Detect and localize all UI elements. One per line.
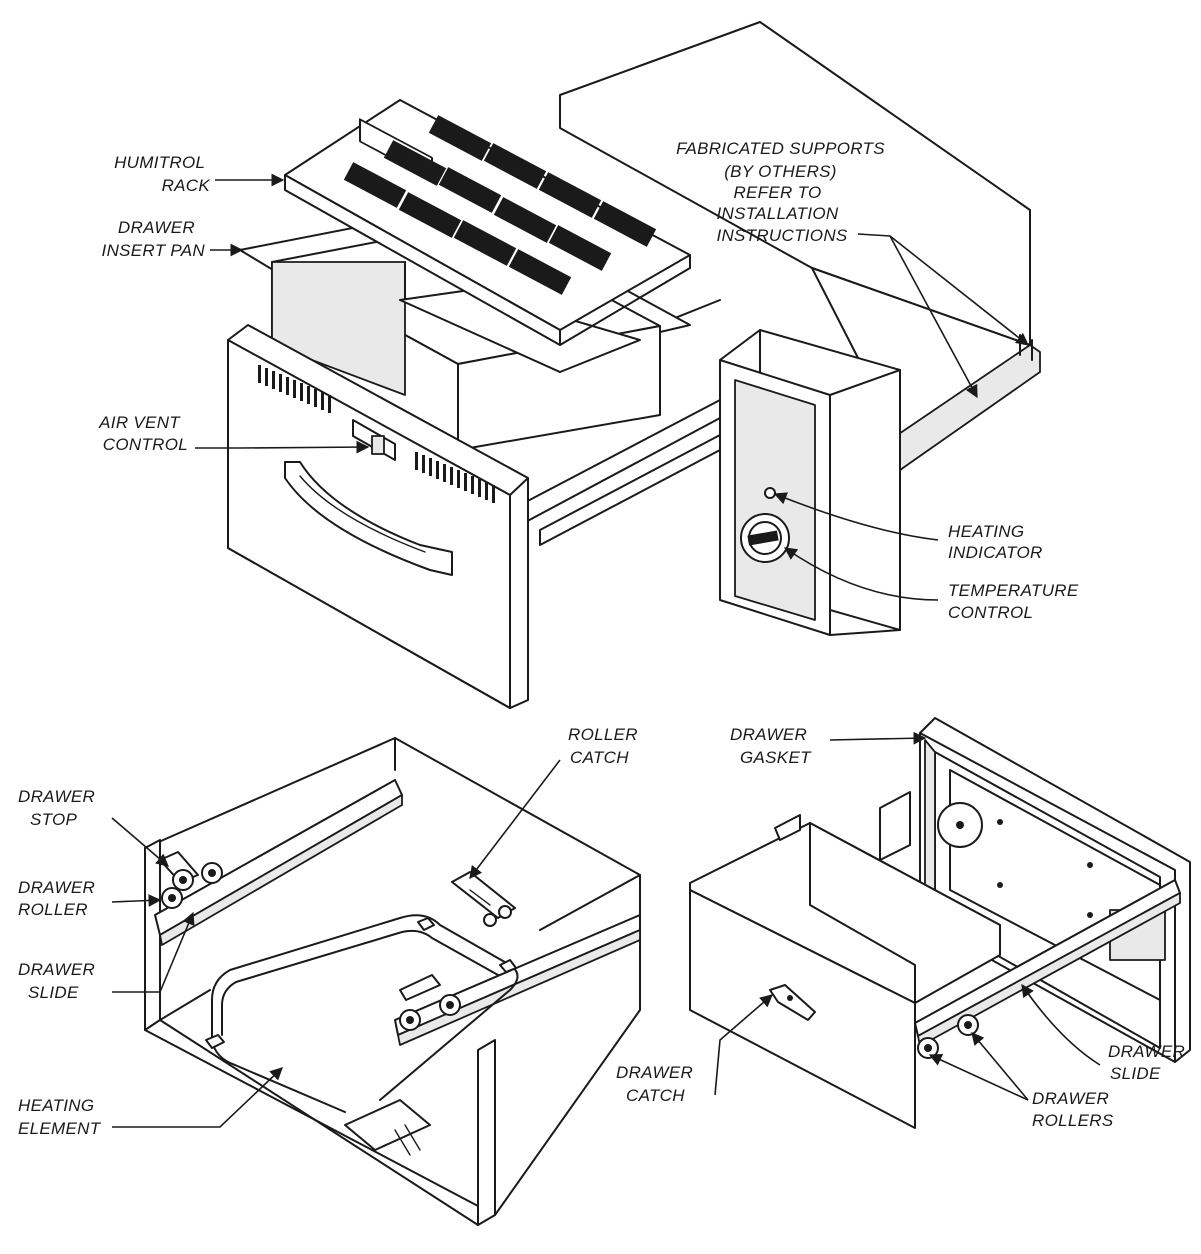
label-heating-indicator: HEATING INDICATOR bbox=[948, 522, 1043, 562]
humitrol-rack bbox=[284, 99, 691, 346]
temperature-control-knob[interactable] bbox=[740, 513, 790, 563]
top-assembly bbox=[227, 21, 1041, 709]
label-drawer-stop: DRAWER STOP bbox=[18, 787, 100, 829]
drawer-handle[interactable] bbox=[284, 461, 453, 576]
drawer-stop-rollers bbox=[159, 851, 223, 909]
control-panel bbox=[740, 487, 790, 563]
heating-element bbox=[205, 914, 519, 1156]
bottom-left-assembly bbox=[144, 737, 641, 1226]
drawer-box bbox=[689, 814, 1181, 1129]
label-roller-catch: ROLLER CATCH bbox=[568, 725, 643, 767]
rack-slots bbox=[343, 115, 657, 295]
drawer-catch bbox=[769, 984, 816, 1021]
label-heating-element: HEATING ELEMENT bbox=[18, 1096, 102, 1138]
heating-indicator-light bbox=[764, 487, 776, 499]
roller-catch bbox=[451, 871, 516, 927]
label-air-vent-control: AIR VENT CONTROL bbox=[98, 413, 188, 454]
leader-lines bbox=[111, 173, 1101, 1128]
label-drawer-slide-right: DRAWER SLIDE bbox=[1108, 1042, 1190, 1083]
left-drawer-slide bbox=[154, 779, 403, 946]
label-drawer-insert-pan: DRAWER INSERT PAN bbox=[102, 218, 206, 260]
label-drawer-catch: DRAWER CATCH bbox=[616, 1063, 698, 1105]
label-humitrol-rack: HUMITROL RACK bbox=[114, 153, 210, 195]
air-vents-left bbox=[258, 365, 331, 413]
label-drawer-slide-left: DRAWER SLIDE bbox=[18, 960, 100, 1002]
label-temperature-control: TEMPERATURE CONTROL bbox=[948, 581, 1084, 622]
label-drawer-rollers: DRAWER ROLLERS bbox=[1032, 1089, 1114, 1130]
drawer-front bbox=[227, 324, 529, 709]
label-drawer-gasket: DRAWER GASKET bbox=[730, 725, 812, 767]
label-fabricated-supports: FABRICATED SUPPORTS (BY OTHERS) REFER TO… bbox=[676, 139, 890, 245]
callout-labels: HUMITROL RACK DRAWER INSERT PAN FABRICAT… bbox=[18, 139, 1190, 1138]
air-vent-control-slider[interactable] bbox=[352, 419, 396, 461]
air-vents-right bbox=[415, 452, 495, 503]
bottom-right-assembly bbox=[689, 717, 1191, 1129]
label-drawer-roller: DRAWER ROLLER bbox=[18, 878, 100, 919]
